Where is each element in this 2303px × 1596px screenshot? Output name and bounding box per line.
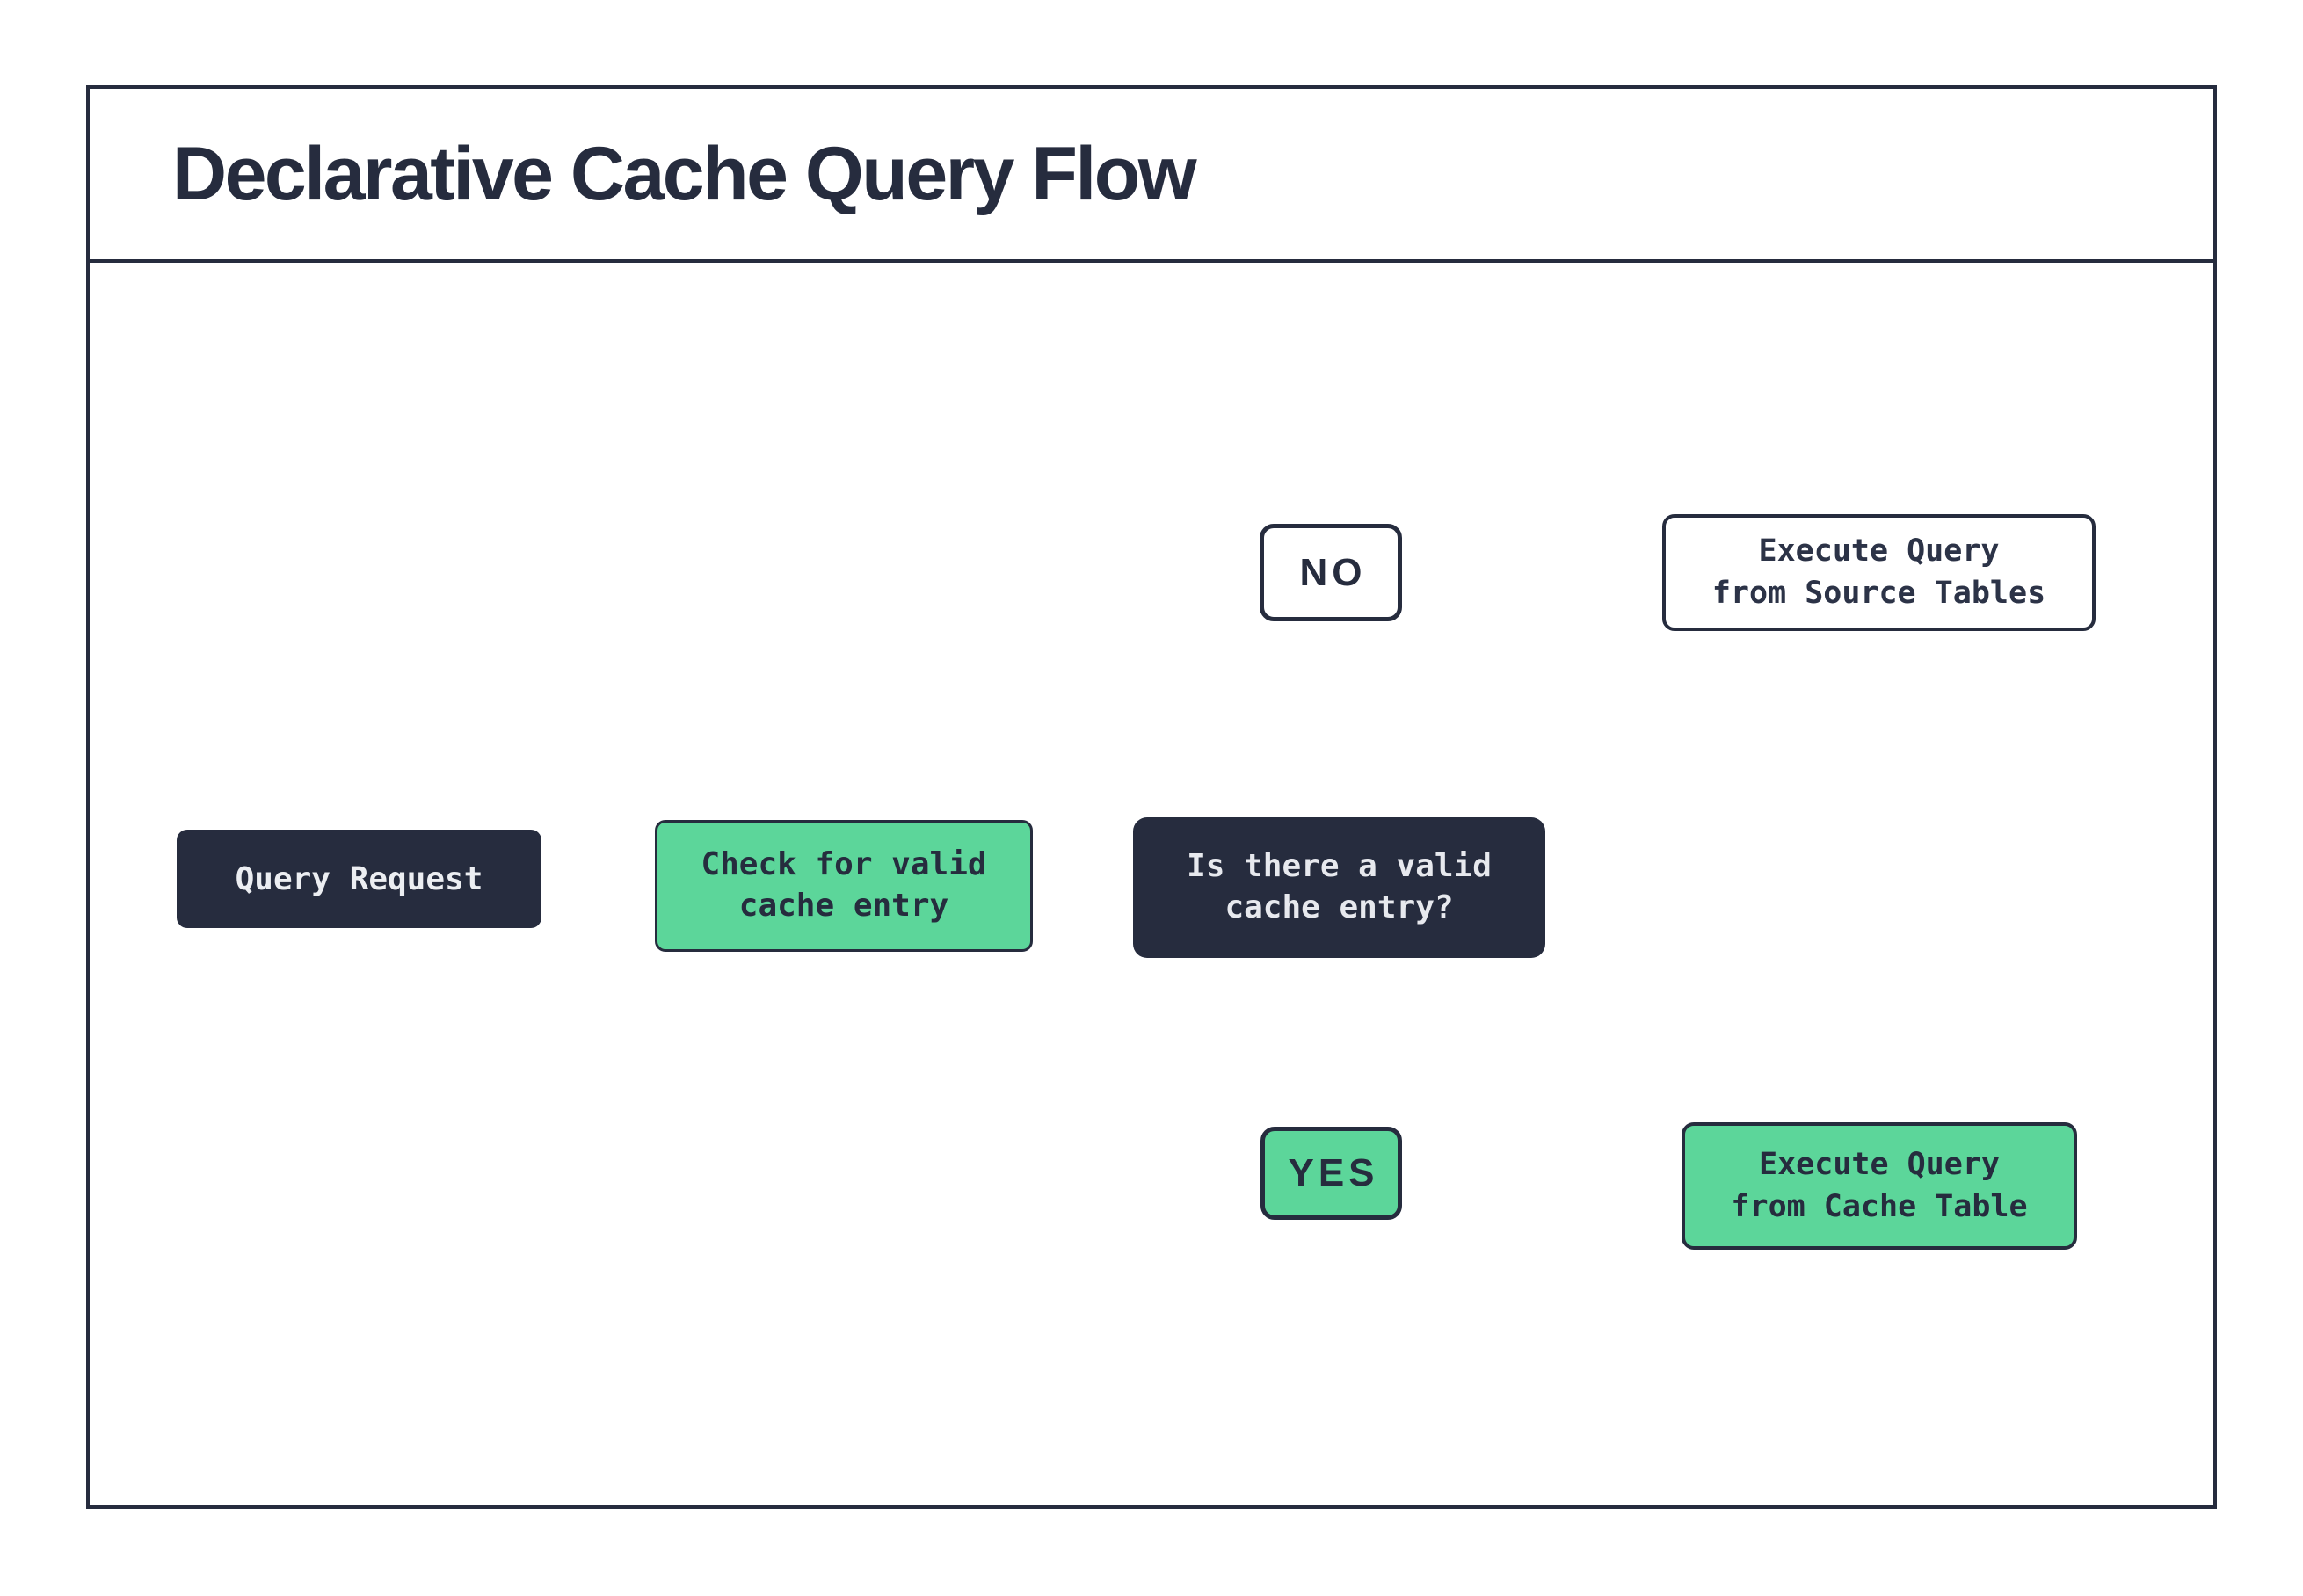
branch-label-no: NO — [1260, 524, 1402, 621]
source-action-line2: from Source Tables — [1711, 575, 2046, 611]
cache-action-line1: Execute Query — [1759, 1147, 2000, 1183]
branch-yes-text: YES — [1288, 1151, 1379, 1194]
node-check-cache-line1: Check for valid — [701, 846, 987, 883]
node-check-cache: Check for valid cache entry — [655, 820, 1033, 952]
node-execute-cache-table: Execute Query from Cache Table — [1682, 1122, 2077, 1250]
node-query-request: Query Request — [177, 830, 541, 928]
node-query-request-label: Query Request — [235, 860, 483, 897]
page-title: Declarative Cache Query Flow — [172, 131, 1197, 216]
node-execute-source-tables: Execute Query from Source Tables — [1662, 514, 2096, 631]
source-action-line1: Execute Query — [1758, 533, 2000, 569]
node-check-cache-line2: cache entry — [738, 888, 949, 924]
cache-action-line2: from Cache Table — [1731, 1188, 2028, 1224]
branch-label-yes: YES — [1260, 1127, 1402, 1220]
node-decision-valid-cache: Is there a valid cache entry? — [1133, 817, 1545, 958]
node-decision-line1: Is there a valid — [1187, 848, 1492, 885]
diagram-frame: Declarative Cache Query Flow — [86, 85, 2217, 1509]
branch-no-text: NO — [1299, 550, 1367, 594]
node-decision-line2: cache entry? — [1224, 889, 1454, 925]
diagram-header: Declarative Cache Query Flow — [90, 89, 2213, 263]
